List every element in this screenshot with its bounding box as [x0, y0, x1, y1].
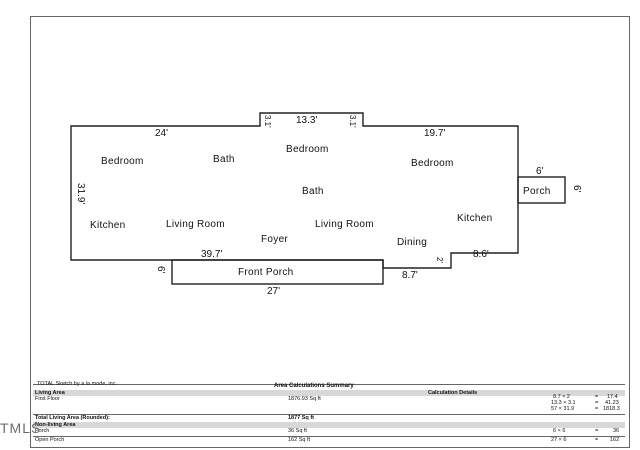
open-porch-row-area: 162 Sq ft	[288, 437, 311, 443]
open-porch-row-eq: =	[595, 437, 599, 443]
calc-line-3-expr: 57 × 31.9	[551, 406, 575, 412]
summary-software: TOTAL Sketch by a la mode, inc.	[37, 381, 117, 387]
calc-line-1-eq: =	[595, 394, 599, 400]
first-floor-area: 1876.93 Sq ft	[288, 396, 321, 402]
room-label-bath-1: Bath	[213, 154, 235, 165]
calc-line-2-expr: 13.3 × 3.1	[551, 400, 576, 406]
dim-bump-left: 3.1'	[263, 115, 272, 128]
living-area-header: Living Area	[35, 390, 65, 396]
porch-row-val: 36	[613, 428, 620, 434]
dim-top-left: 24'	[155, 128, 168, 139]
room-label-living-room-1: Living Room	[166, 219, 225, 230]
dim-front-porch-bottom: 27'	[267, 286, 280, 297]
room-label-kitchen-2: Kitchen	[457, 213, 492, 224]
first-floor-label: First Floor	[35, 396, 60, 402]
summary-title: Area Calculations Summary	[274, 383, 354, 389]
open-porch-row-expr: 27 × 6	[551, 437, 567, 443]
dim-bottom-right: 8.6'	[473, 249, 489, 260]
dim-front-porch-side: 6'	[155, 266, 166, 274]
dim-step: 2'	[435, 257, 444, 263]
dim-bump-top: 13.3'	[296, 115, 317, 126]
area-calculations-summary: TOTAL Sketch by a la mode, inc. Area Cal…	[33, 381, 625, 446]
non-living-header-bar	[33, 422, 625, 428]
sketch-sheet	[30, 16, 630, 448]
porch-row-eq: =	[595, 428, 599, 434]
calc-line-3-eq: =	[595, 406, 599, 412]
room-label-foyer: Foyer	[261, 234, 288, 245]
room-label-living-room-2: Living Room	[315, 219, 374, 230]
room-label-porch: Porch	[523, 186, 551, 197]
room-label-bath-2: Bath	[302, 186, 324, 197]
dim-bump-right: 3.1'	[348, 115, 357, 128]
porch-row-expr: 6 × 6	[553, 428, 566, 434]
dim-front-porch-right: 8.7'	[402, 270, 418, 281]
summary-top-rule	[33, 384, 625, 385]
calc-details-header: Calculation Details	[428, 390, 478, 396]
front-porch-outline	[171, 259, 384, 285]
open-porch-row-val: 162	[610, 437, 620, 443]
room-label-bedroom-3: Bedroom	[411, 158, 454, 169]
dim-porch-side: 6'	[571, 185, 582, 193]
calc-line-1-expr: 8.7 × 2	[553, 394, 570, 400]
calc-line-2-val: 41.23	[605, 400, 619, 406]
total-living-value: 1877 Sq ft	[288, 415, 314, 421]
dim-left-side: 31.9'	[75, 183, 86, 204]
calc-line-3-val: 1818.3	[603, 406, 620, 412]
calc-line-1-val: 17.4	[607, 394, 618, 400]
porch-row-area: 36 Sq ft	[288, 428, 307, 434]
total-living-label: Total Living Area (Rounded):	[35, 415, 110, 421]
living-area-header-bar	[33, 390, 625, 396]
room-label-front-porch: Front Porch	[238, 267, 294, 278]
summary-porch-rule	[33, 436, 625, 437]
room-label-dining: Dining	[397, 237, 427, 248]
dim-top-right: 19.7'	[424, 128, 445, 139]
watermark-logo: TMLS	[0, 420, 42, 436]
summary-mid-rule	[33, 414, 625, 415]
side-porch-outline	[517, 176, 566, 204]
room-label-bedroom-1: Bedroom	[101, 156, 144, 167]
dim-porch-top: 6'	[536, 166, 544, 177]
room-label-kitchen-1: Kitchen	[90, 220, 125, 231]
room-label-bedroom-2: Bedroom	[286, 144, 329, 155]
open-porch-row-label: Open Porch	[35, 437, 65, 443]
non-living-header: Non-living Area	[35, 422, 76, 428]
dim-bottom-left: 39.7'	[201, 249, 222, 260]
porch-row-label: Porch	[35, 428, 50, 434]
house-outline	[70, 112, 519, 269]
calc-line-2-eq: =	[595, 400, 599, 406]
